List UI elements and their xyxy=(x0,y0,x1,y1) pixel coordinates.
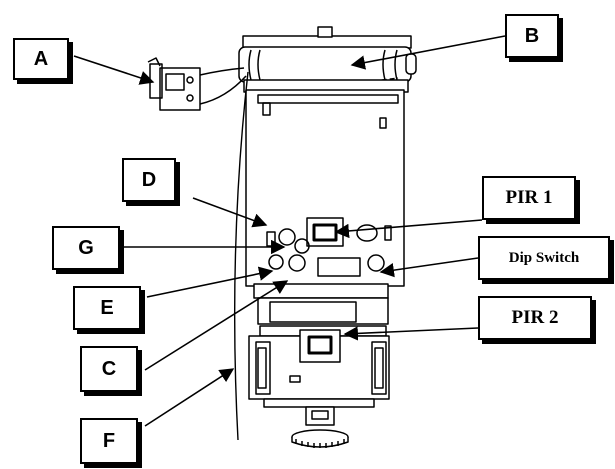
mid-connector xyxy=(253,283,389,337)
label-dip-switch: Dip Switch xyxy=(478,236,610,280)
battery-holder xyxy=(238,26,417,93)
bottom-knob xyxy=(291,406,349,448)
label-a: A xyxy=(13,38,69,80)
label-pir-1: PIR 1 xyxy=(482,176,576,220)
label-c: C xyxy=(80,346,138,392)
label-b: B xyxy=(505,14,559,58)
label-e: E xyxy=(73,286,141,330)
wire xyxy=(233,71,249,441)
lower-housing xyxy=(248,329,390,408)
label-d: D xyxy=(122,158,176,202)
leader-arrows xyxy=(73,35,506,427)
label-pir-2: PIR 2 xyxy=(478,296,592,340)
label-f: F xyxy=(80,418,138,464)
microswitch xyxy=(147,57,247,111)
upper-housing xyxy=(245,89,405,287)
label-g: G xyxy=(52,226,120,270)
